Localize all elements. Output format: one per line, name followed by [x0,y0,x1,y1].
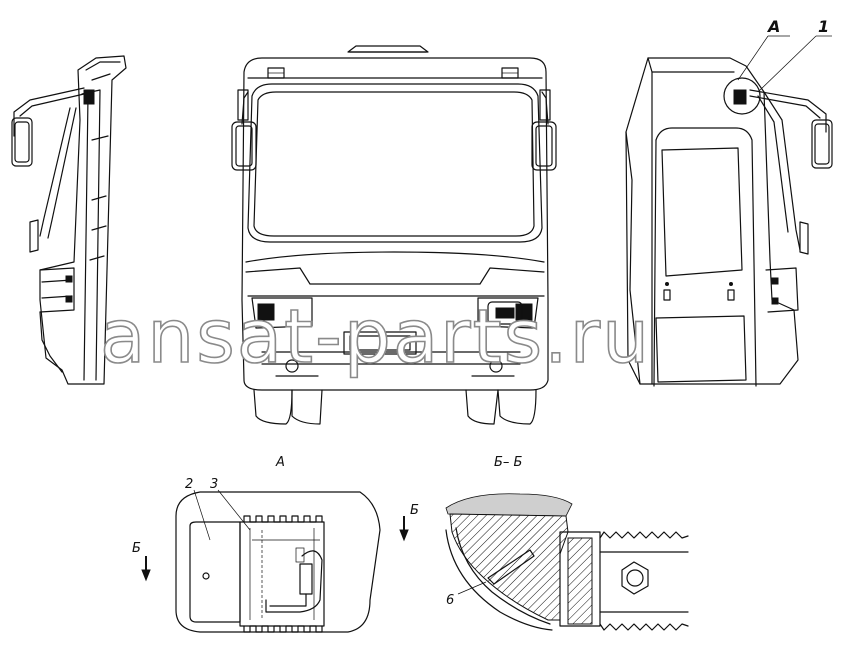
callout-item-2: 2 [185,477,193,492]
section-marker-right-label: Б [410,503,419,518]
section-marker-left-label: Б [132,541,141,556]
labels: А 1 2 3 6 А Б– Б Б Б [132,17,829,608]
callout-item-6: 6 [446,593,454,608]
watermark-text: ansat-parts.ru [100,294,651,380]
detail-view-title: А [275,455,285,470]
detail-view-a [141,489,381,633]
callout-view-a: А [766,17,780,36]
section-b-b [399,493,689,631]
callout-item-3: 3 [210,477,218,492]
section-title: Б– Б [494,455,523,470]
bus-side-view-right [625,35,833,387]
bus-side-view-left [11,55,127,385]
bus-front-view [231,45,557,425]
callout-item-1: 1 [818,17,829,36]
